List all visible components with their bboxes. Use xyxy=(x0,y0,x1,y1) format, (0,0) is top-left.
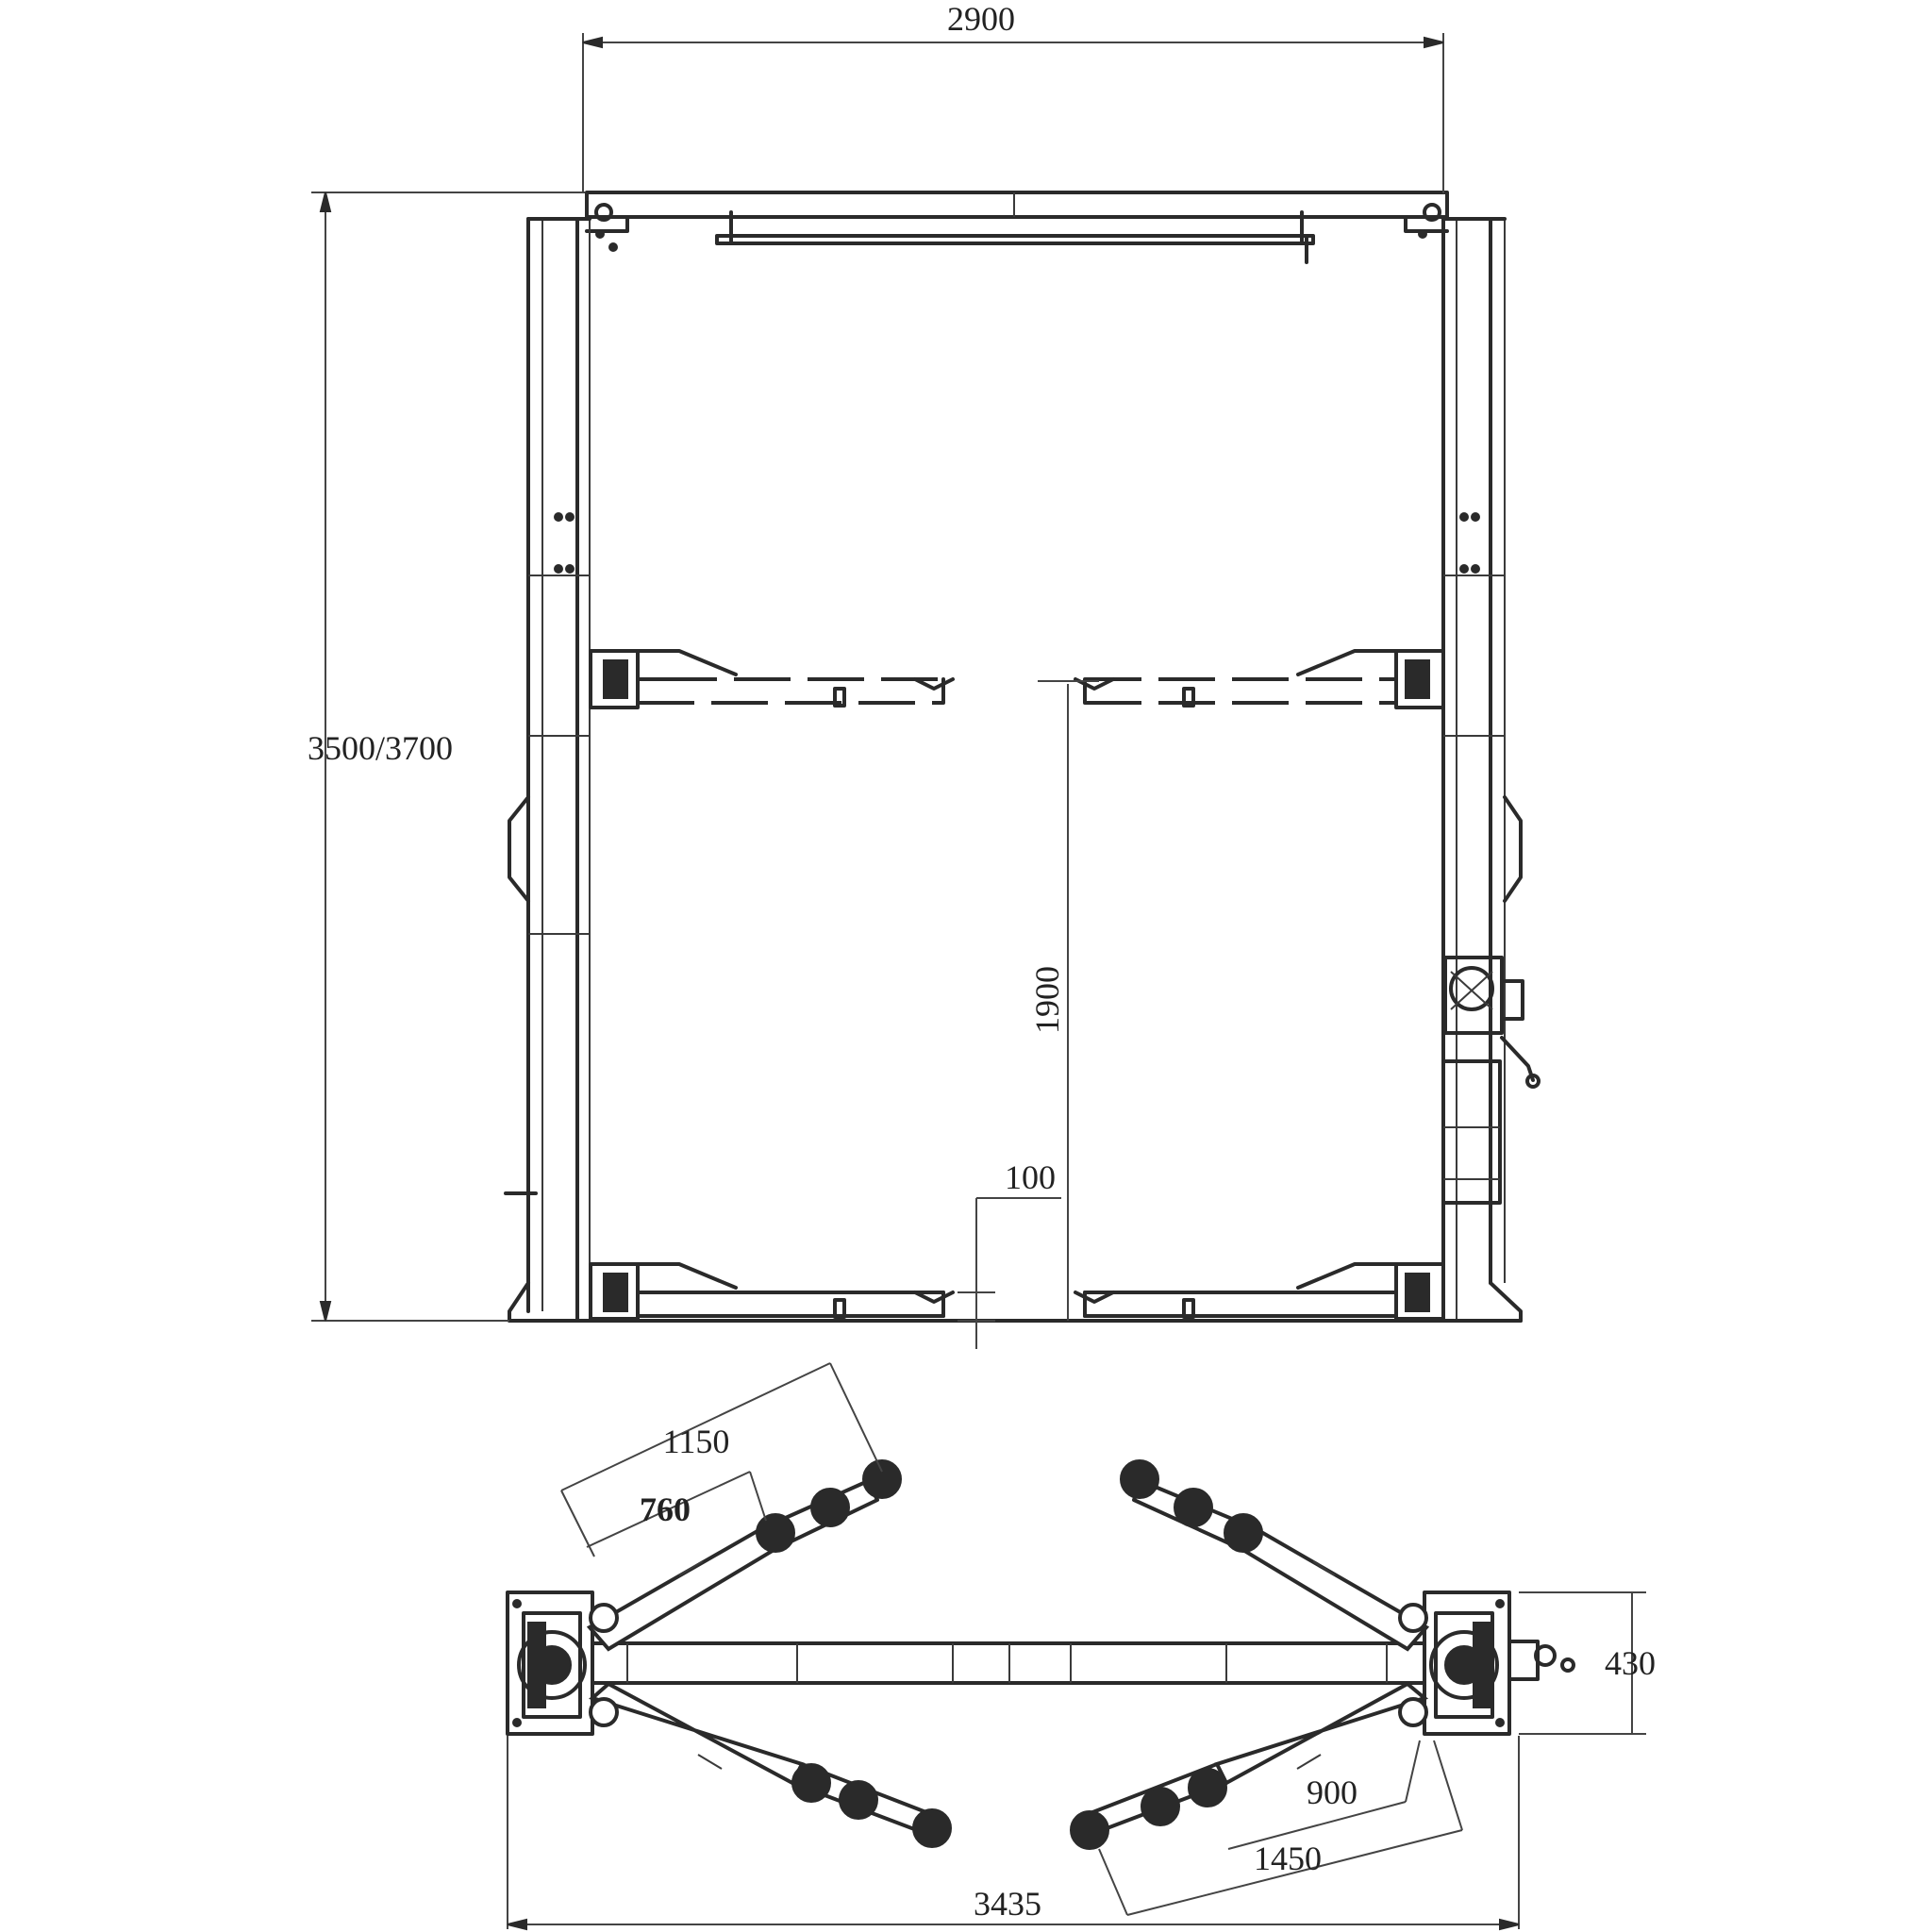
dimension-label-3500-3700: 3500/3700 xyxy=(308,729,453,767)
swing-arm-bottom-right xyxy=(1070,1681,1429,1850)
overhead-crossbeam xyxy=(585,191,1449,264)
dimension-arm-long-top: 1150 xyxy=(560,1362,883,1557)
dimension-overall-height: 3500/3700 xyxy=(308,192,585,1322)
hydraulic-power-unit xyxy=(1441,956,1541,1205)
dimension-arm-short-bottom: 900 xyxy=(1227,1740,1421,1850)
right-column xyxy=(1441,217,1523,1323)
dimension-column-depth: 430 xyxy=(1519,1591,1656,1735)
dimension-label-760: 760 xyxy=(640,1491,691,1528)
left-base-plate xyxy=(506,1591,594,1736)
dimension-label-430: 430 xyxy=(1605,1644,1656,1682)
right-base-plate xyxy=(1423,1591,1575,1736)
raised-lift-arms xyxy=(589,649,1445,709)
dimension-label-1900: 1900 xyxy=(1028,966,1066,1034)
dimension-label-1450: 1450 xyxy=(1254,1840,1322,1877)
dimension-label-100: 100 xyxy=(1005,1158,1056,1196)
plan-view: 1150 760 430 900 1450 xyxy=(506,1362,1656,1931)
dimension-min-height: 100 xyxy=(958,1158,1061,1349)
front-elevation-view: 2900 3500/3700 1900 100 xyxy=(308,0,1541,1349)
swing-arm-top-left xyxy=(586,1459,902,1652)
lowered-lift-arms xyxy=(589,1262,1445,1321)
swing-arm-top-right xyxy=(1120,1459,1430,1652)
dimension-label-2900: 2900 xyxy=(947,0,1015,38)
dimension-label-900: 900 xyxy=(1307,1774,1357,1811)
dimension-arm-long-bottom: 1450 xyxy=(1098,1740,1463,1916)
left-column xyxy=(504,217,591,1323)
dimension-lift-height: 1900 xyxy=(1028,680,1099,1321)
swing-arm-bottom-left xyxy=(589,1681,952,1848)
dimension-arm-short-top: 760 xyxy=(586,1471,767,1548)
dimension-overall-width-bottom: 3435 xyxy=(507,1736,1520,1931)
dimension-label-1150: 1150 xyxy=(663,1423,730,1460)
dimension-overall-width-top: 2900 xyxy=(582,0,1444,193)
dimension-label-3435: 3435 xyxy=(974,1885,1041,1923)
floor-cover-beam xyxy=(591,1641,1426,1685)
